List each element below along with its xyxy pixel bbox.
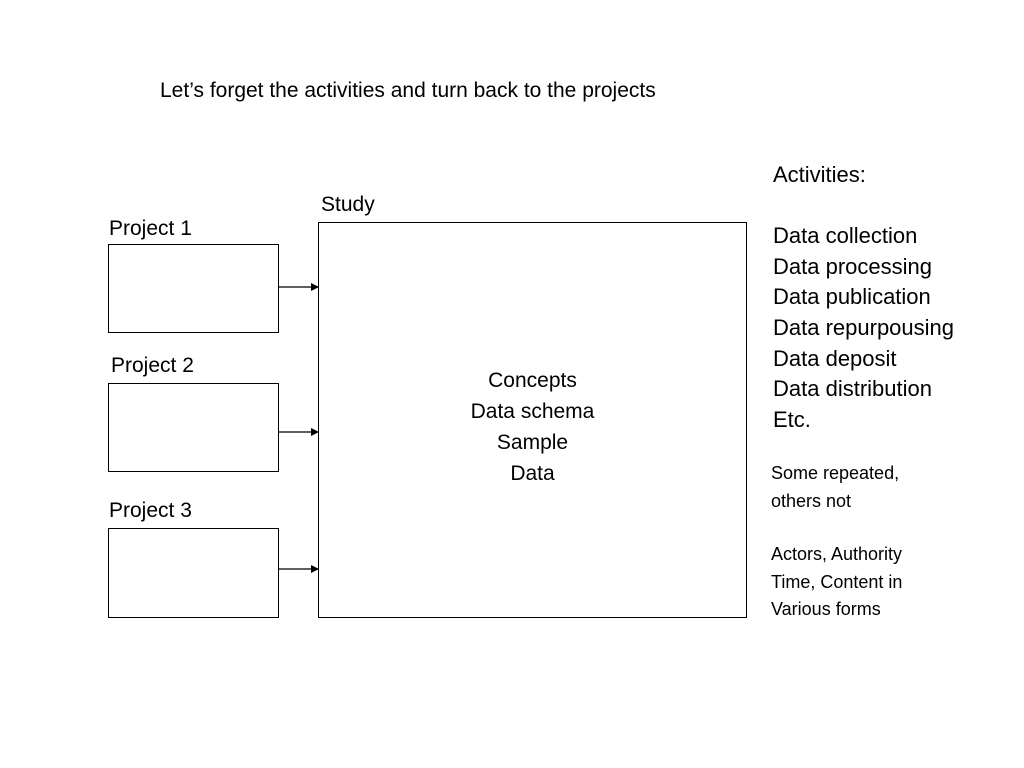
activity-item: Data collection (773, 223, 918, 249)
actors-note-line: Time, Content in (771, 571, 903, 592)
activities-heading: Activities: (773, 162, 866, 187)
project-3-box (108, 528, 279, 618)
study-item: Concepts (488, 369, 577, 392)
project-2-box (108, 383, 279, 472)
activity-item: Data processing (773, 253, 932, 279)
study-contents: Concepts Data schema Sample Data (319, 365, 746, 489)
project-1-label: Project 1 (109, 217, 192, 240)
activity-item: Data deposit (773, 345, 897, 371)
repeat-note: Some repeated, others not (771, 460, 899, 515)
activity-item: Data distribution (773, 376, 932, 402)
activity-item: Etc. (773, 406, 811, 432)
activities-list: Activities: Data collection Data process… (773, 160, 954, 435)
repeat-note-line: Some repeated, (771, 463, 900, 483)
activity-item: Data repurpousing (773, 314, 955, 340)
study-label: Study (321, 193, 375, 216)
activity-item: Data publication (773, 284, 931, 310)
study-item: Data (510, 462, 555, 485)
project-3-label: Project 3 (109, 499, 192, 522)
actors-note-line: Actors, Authority (771, 544, 903, 564)
repeat-note-line: others not (771, 490, 852, 511)
actors-note: Actors, Authority Time, Content in Vario… (771, 541, 902, 624)
project-1-box (108, 244, 279, 333)
study-box: Concepts Data schema Sample Data (318, 222, 747, 618)
slide-title: Let’s forget the activities and turn bac… (160, 79, 656, 102)
study-item: Data schema (470, 400, 595, 423)
project-2-label: Project 2 (111, 354, 194, 377)
activities-spacer (773, 191, 954, 222)
study-item: Sample (496, 431, 569, 454)
actors-note-line: Various forms (771, 599, 881, 619)
